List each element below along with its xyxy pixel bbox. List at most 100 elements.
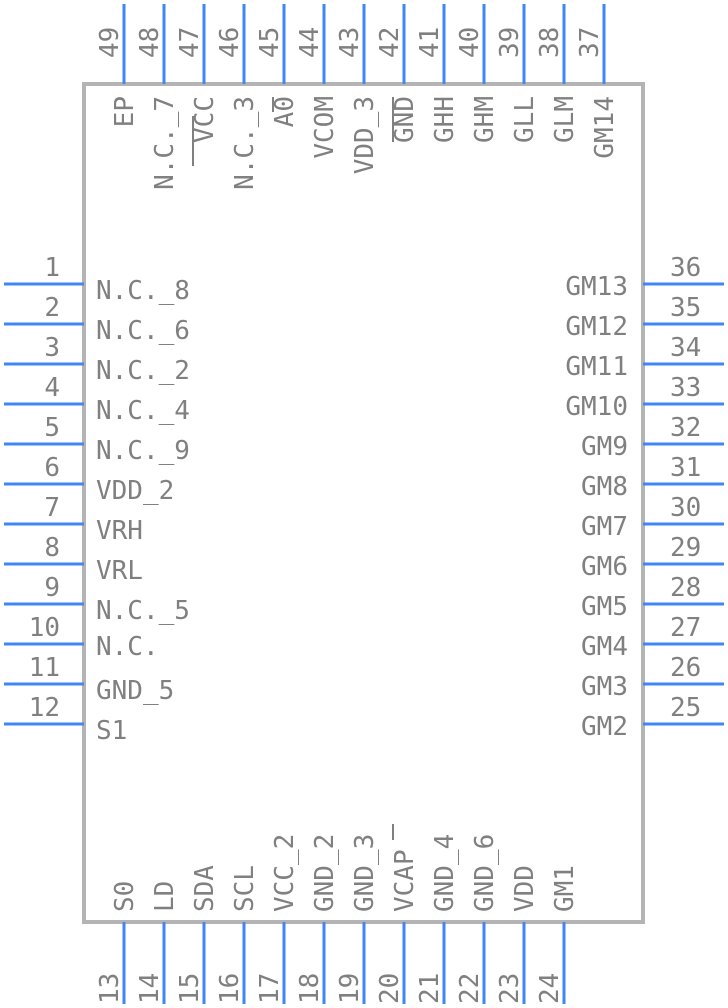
pin-10-label: N.C.	[96, 632, 159, 662]
pin-45-number: 45	[255, 27, 285, 58]
pin-40-label: GHM	[470, 96, 500, 143]
pin-1-number: 1	[44, 253, 60, 283]
pin-18-label: GND_2	[310, 834, 340, 912]
pin-49-number: 49	[95, 27, 125, 58]
pin-29-label: GM6	[581, 552, 628, 582]
pin-19-number: 19	[335, 973, 365, 1004]
pin-21-label: GND_4	[430, 834, 460, 912]
pin-36-number: 36	[670, 253, 701, 283]
pin-26-label: GM3	[581, 672, 628, 702]
pin-14-label: LD	[150, 881, 180, 912]
pin-43-label: VDD_3	[350, 96, 380, 174]
pin-44-number: 44	[295, 27, 325, 58]
pin-14-number: 14	[135, 973, 165, 1004]
pin-31-number: 31	[670, 453, 701, 483]
pin-21-number: 21	[415, 973, 445, 1004]
pin-30-number: 30	[670, 493, 701, 523]
pin-42-label: GND	[390, 96, 420, 143]
pin-47-number: 47	[175, 27, 205, 58]
pin-24-label: GM1	[550, 865, 580, 912]
pin-12-number: 12	[29, 693, 60, 723]
pin-15-number: 15	[175, 973, 205, 1004]
pin-25-label: GM2	[581, 712, 628, 742]
pin-32-number: 32	[670, 413, 701, 443]
pin-42-number: 42	[375, 27, 405, 58]
pin-34-label: GM11	[565, 352, 628, 382]
pin-16-label: SCL	[230, 865, 260, 912]
pin-33-number: 33	[670, 373, 701, 403]
pin-23-label: VDD	[510, 865, 540, 912]
pin-39-label: GLL	[510, 96, 540, 143]
pin-7-label: VRH	[96, 516, 143, 546]
pin-28-number: 28	[670, 573, 701, 603]
pin-32-label: GM9	[581, 432, 628, 462]
pin-20-label: VCAP	[390, 849, 420, 912]
pin-37-label: GM14	[590, 96, 620, 159]
pin-1-label: N.C._8	[96, 276, 190, 306]
pin-47-label: VCC	[190, 96, 220, 143]
pin-9-label: N.C._5	[96, 596, 190, 626]
pin-10-number: 10	[29, 613, 60, 643]
pin-49-label: EP	[110, 96, 140, 127]
pin-25-number: 25	[670, 693, 701, 723]
pin-11-number: 11	[29, 653, 60, 683]
pin-18-number: 18	[295, 973, 325, 1004]
pin-35-number: 35	[670, 293, 701, 323]
pin-35-label: GM12	[565, 312, 628, 342]
pin-38-number: 38	[535, 27, 565, 58]
pin-27-number: 27	[670, 613, 701, 643]
pin-23-number: 23	[495, 973, 525, 1004]
pin-22-label: GND_6	[470, 834, 500, 912]
pin-2-label: N.C._6	[96, 316, 190, 346]
pin-11-label: GND_5	[96, 676, 174, 706]
pin-4-label: N.C._4	[96, 396, 190, 426]
pin-group: 1N.C._82N.C._63N.C._24N.C._45N.C._96VDD_…	[4, 4, 724, 1004]
pin-4-number: 4	[44, 373, 60, 403]
pin-46-number: 46	[215, 27, 245, 58]
pin-13-number: 13	[95, 973, 125, 1004]
pin-28-label: GM5	[581, 592, 628, 622]
pin-6-label: VDD_2	[96, 476, 174, 506]
pin-34-number: 34	[670, 333, 701, 363]
pin-8-label: VRL	[96, 556, 143, 586]
pin-22-number: 22	[455, 973, 485, 1004]
pin-29-number: 29	[670, 533, 701, 563]
pin-3-label: N.C._2	[96, 356, 190, 386]
pin-46-label: N.C._3	[230, 96, 260, 190]
pin-3-number: 3	[44, 333, 60, 363]
pin-8-number: 8	[44, 533, 60, 563]
pin-40-number: 40	[455, 27, 485, 58]
pin-13-label: S0	[110, 881, 140, 912]
pin-7-number: 7	[44, 493, 60, 523]
pin-17-label: VCC_2	[270, 834, 300, 912]
pin-20-number: 20	[375, 973, 405, 1004]
pin-45-label: A0	[270, 96, 300, 127]
pin-5-number: 5	[44, 413, 60, 443]
pin-43-number: 43	[335, 27, 365, 58]
pin-16-number: 16	[215, 973, 245, 1004]
pin-37-number: 37	[575, 27, 605, 58]
pin-19-label: GND_3	[350, 834, 380, 912]
pin-24-number: 24	[535, 973, 565, 1004]
pin-36-label: GM13	[565, 272, 628, 302]
pin-5-label: N.C._9	[96, 436, 190, 466]
pin-15-label: SDA	[190, 865, 220, 912]
pin-12-label: S1	[96, 716, 127, 746]
pin-48-number: 48	[135, 27, 165, 58]
pin-26-number: 26	[670, 653, 701, 683]
pin-31-label: GM8	[581, 472, 628, 502]
pin-27-label: GM4	[581, 632, 628, 662]
pin-44-label: VCOM	[310, 96, 340, 159]
pin-2-number: 2	[44, 293, 60, 323]
pin-41-label: GHH	[430, 96, 460, 143]
pin-39-number: 39	[495, 27, 525, 58]
pin-41-number: 41	[415, 27, 445, 58]
pin-33-label: GM10	[565, 392, 628, 422]
pin-30-label: GM7	[581, 512, 628, 542]
pin-48-label: N.C._7	[150, 96, 180, 190]
pin-38-label: GLM	[550, 96, 580, 143]
pin-17-number: 17	[255, 973, 285, 1004]
pin-6-number: 6	[44, 453, 60, 483]
pin-9-number: 9	[44, 573, 60, 603]
